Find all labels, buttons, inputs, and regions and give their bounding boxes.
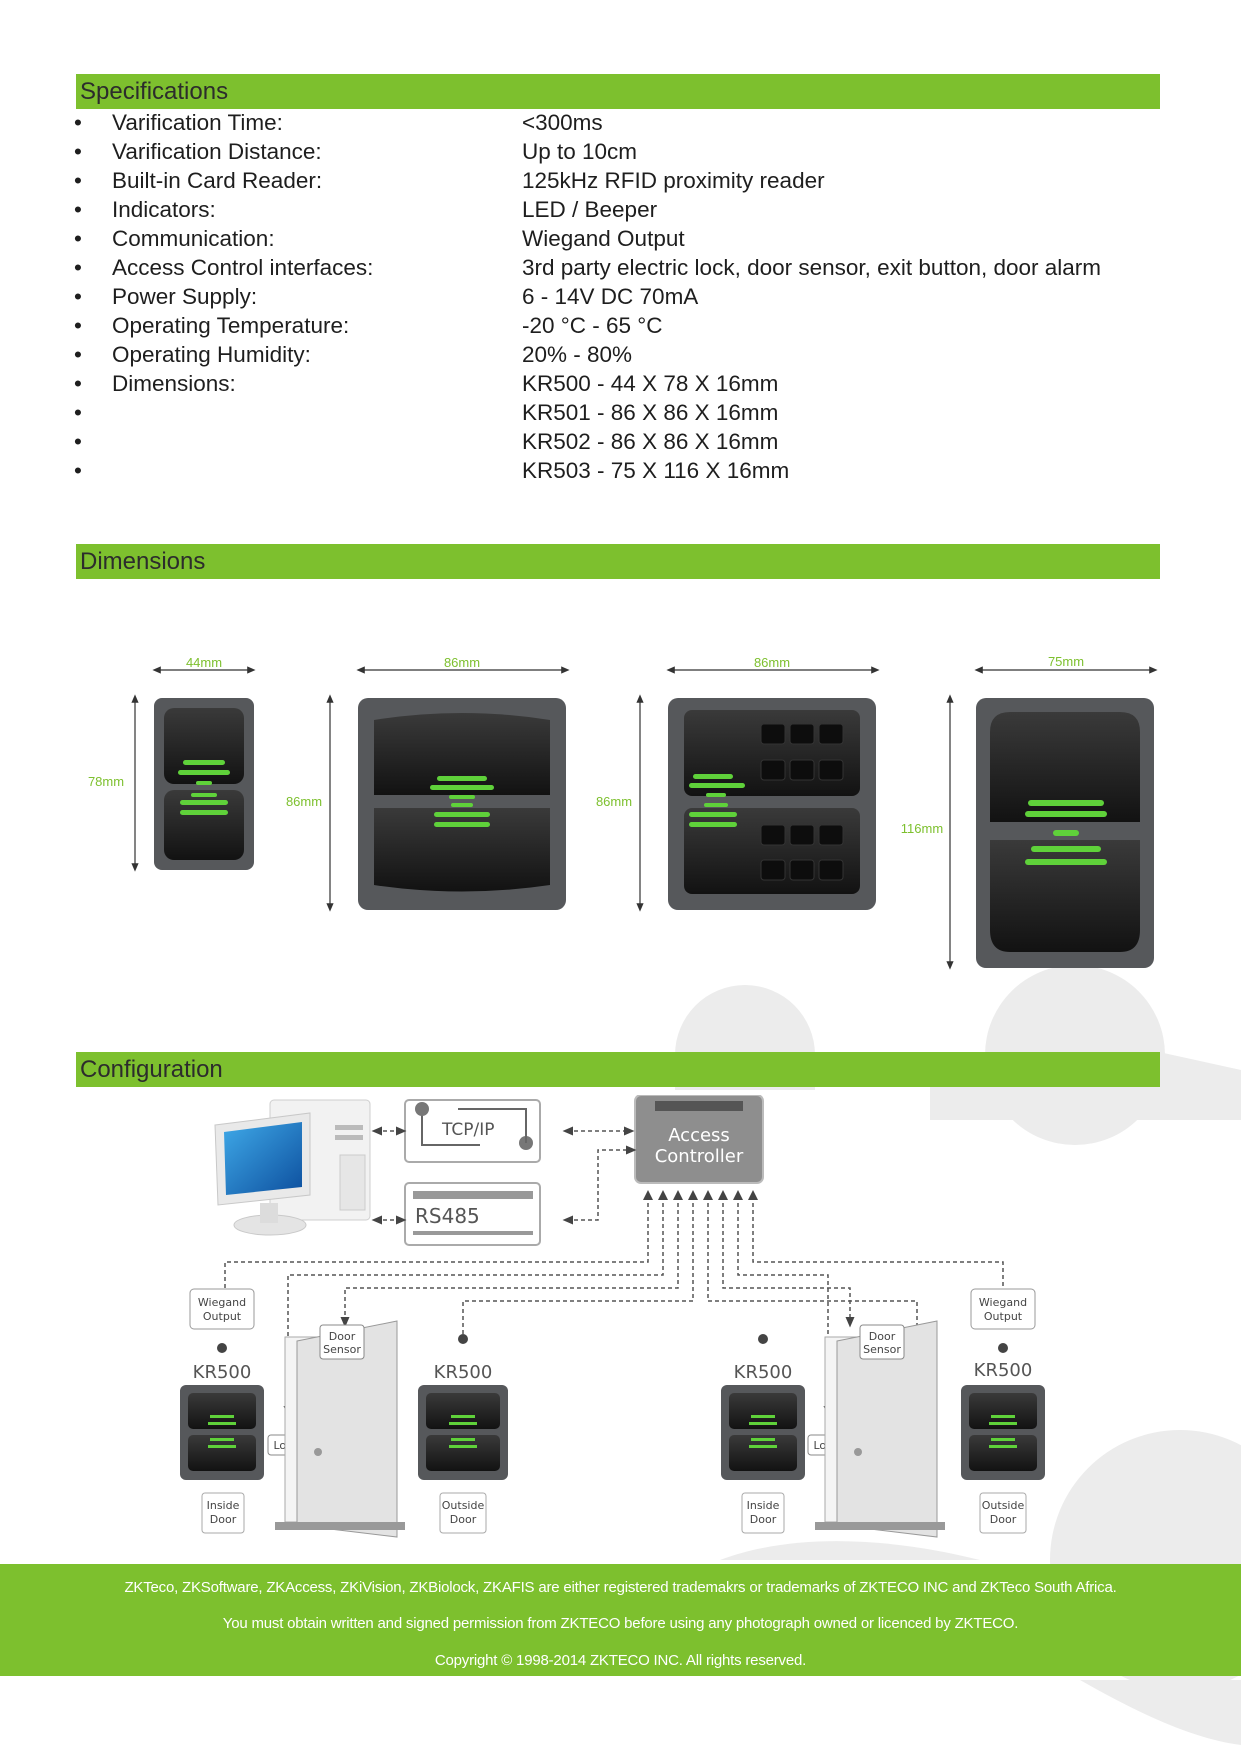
wiegand-label-left: Wiegand Output (189, 1288, 255, 1330)
width-label: 86mm (754, 655, 790, 670)
door-right: Door Sensor (815, 1320, 945, 1538)
left-door-group: Wiegand Output KR500 Inside Door Lock Do… (180, 1288, 508, 1538)
svg-text:Inside: Inside (747, 1499, 780, 1512)
device-kr502: 86mm 86mm (596, 655, 880, 912)
device-kr503: 75mm 116mm (901, 654, 1158, 970)
svg-text:Inside: Inside (207, 1499, 240, 1512)
door-sensor-label: Door (869, 1330, 896, 1343)
svg-text:Output: Output (984, 1310, 1023, 1323)
inside-door-label-left: Inside Door (201, 1492, 245, 1534)
bullet: • (74, 168, 82, 193)
svg-text:Output: Output (203, 1310, 242, 1323)
inside-door-label-right: Inside Door (741, 1492, 785, 1534)
height-label: 78mm (88, 774, 124, 789)
dimensions-figure: 44mm 78mm 86mm 86mm 86mm 86mm (76, 640, 1166, 980)
configuration-diagram: TCP/IP RS485 Access Controller (180, 1094, 1080, 1545)
svg-text:Wiegand: Wiegand (979, 1296, 1027, 1309)
spec-label: Varification Time: (112, 110, 283, 135)
access-controller: Access Controller (634, 1094, 764, 1200)
controller-label-2: Controller (655, 1146, 744, 1167)
spec-value: KR502 - 86 X 86 X 16mm (522, 429, 779, 454)
width-label: 75mm (1048, 654, 1084, 669)
controller-label-1: Access (668, 1125, 730, 1146)
spec-value: 3rd party electric lock, door sensor, ex… (522, 255, 1102, 280)
svg-text:Sensor: Sensor (323, 1343, 361, 1356)
footer-permission-text: You must obtain written and signed permi… (222, 1615, 1019, 1632)
reader-model-label: KR500 (974, 1360, 1033, 1381)
spec-label: Built-in Card Reader: (112, 168, 323, 193)
bullet: • (74, 110, 82, 135)
device-kr500: 44mm 78mm (88, 655, 256, 872)
spec-label: Operating Humidity: (112, 342, 311, 367)
door-left: Door Sensor (275, 1320, 405, 1538)
height-label: 86mm (286, 794, 322, 809)
bullet: • (74, 313, 82, 338)
reader-model-label: KR500 (193, 1362, 252, 1383)
rs485-label: RS485 (415, 1204, 480, 1228)
reader-model-label: KR500 (734, 1362, 793, 1383)
bullet: • (74, 284, 82, 309)
width-label: 44mm (186, 655, 222, 670)
bullet: • (74, 342, 82, 367)
svg-text:Door: Door (210, 1513, 237, 1526)
computer-icon (214, 1099, 371, 1236)
footer-trademark-text: ZKTeco, ZKSoftware, ZKAccess, ZKiVision,… (124, 1579, 1117, 1596)
bullet: • (74, 371, 82, 396)
spec-label: Access Control interfaces: (112, 255, 374, 280)
svg-text:Sensor: Sensor (863, 1343, 901, 1356)
section-header-specifications: Specifications (76, 74, 1160, 109)
bullet: • (74, 226, 82, 251)
right-door-group: KR500 Inside Door Lock Door Sensor Wiega… (721, 1288, 1045, 1538)
bullet: • (74, 400, 82, 425)
spec-value: Up to 10cm (522, 139, 638, 164)
door-sensor-label: Door (329, 1330, 356, 1343)
bullet: • (74, 429, 82, 454)
spec-value: KR503 - 75 X 116 X 16mm (522, 458, 790, 483)
spec-label: Dimensions: (112, 371, 236, 396)
footer: ZKTeco, ZKSoftware, ZKAccess, ZKiVision,… (0, 1564, 1241, 1676)
footer-copyright-text: Copyright © 1998-2014 ZKTECO INC. All ri… (434, 1652, 807, 1669)
spec-value: LED / Beeper (522, 197, 658, 222)
spec-label: Indicators: (112, 197, 216, 222)
svg-text:Outside: Outside (442, 1499, 485, 1512)
spec-label: Communication: (112, 226, 275, 251)
wiegand-label-right: Wiegand Output (970, 1288, 1036, 1330)
svg-text:Door: Door (990, 1513, 1017, 1526)
spec-value: 6 - 14V DC 70mA (522, 284, 699, 309)
spec-value: KR501 - 86 X 86 X 16mm (522, 400, 779, 425)
outside-door-label-left: Outside Door (439, 1492, 487, 1534)
bullet: • (74, 458, 82, 483)
spec-value: -20 °C - 65 °C (522, 313, 663, 338)
rs485-module: RS485 (404, 1182, 541, 1246)
section-header-dimensions: Dimensions (76, 544, 1160, 579)
svg-text:Door: Door (750, 1513, 777, 1526)
tcpip-label: TCP/IP (441, 1120, 495, 1140)
outside-door-label-right: Outside Door (979, 1492, 1027, 1534)
svg-text:Door: Door (450, 1513, 477, 1526)
device-kr501: 86mm 86mm (286, 655, 570, 912)
height-label: 86mm (596, 794, 632, 809)
spec-value: KR500 - 44 X 78 X 16mm (522, 371, 779, 396)
width-label: 86mm (444, 655, 480, 670)
spec-value: 20% - 80% (522, 342, 633, 367)
section-header-configuration: Configuration (76, 1052, 1160, 1087)
svg-text:Wiegand: Wiegand (198, 1296, 246, 1309)
spec-value: 125kHz RFID proximity reader (522, 168, 825, 193)
bullet: • (74, 255, 82, 280)
spec-label: Power Supply: (112, 284, 258, 309)
spec-label: Varification Distance: (112, 139, 322, 164)
spec-value: <300ms (522, 110, 603, 135)
reader-model-label: KR500 (434, 1362, 493, 1383)
spec-value: Wiegand Output (522, 226, 685, 251)
height-label: 116mm (901, 821, 943, 836)
bullet: • (74, 139, 82, 164)
svg-text:Outside: Outside (982, 1499, 1025, 1512)
bullet: • (74, 197, 82, 222)
tcpip-module: TCP/IP (404, 1099, 541, 1163)
spec-label: Operating Temperature: (112, 313, 350, 338)
